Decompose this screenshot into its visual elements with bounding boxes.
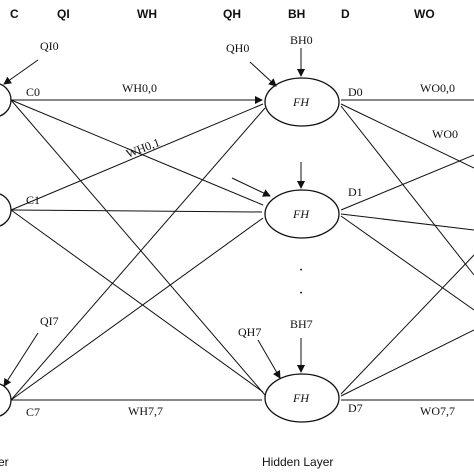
qh7-arrow bbox=[257, 339, 281, 379]
qi-arrows bbox=[3, 59, 39, 387]
label-d7: D7 bbox=[348, 401, 363, 415]
edge-d1-o0 bbox=[340, 154, 474, 211]
hidden-node-1 bbox=[264, 189, 340, 239]
label-bh0: BH0 bbox=[290, 33, 313, 47]
edge-c1-h7 bbox=[10, 209, 264, 393]
label-qh0: QH0 bbox=[226, 41, 249, 55]
header-wh: WH bbox=[137, 7, 157, 21]
hidden-node-7-label: FH bbox=[292, 391, 310, 405]
qh1-arrow bbox=[231, 177, 271, 197]
weight-labels: WH0,0 WH0,1 WH7,7 WO0,0 WO0 WO7,7 bbox=[122, 81, 458, 418]
ellipsis-dot-2: · bbox=[298, 285, 303, 302]
hidden-ellipsis: · · bbox=[298, 262, 303, 302]
label-d0: D0 bbox=[348, 85, 363, 99]
edge-c0-h7 bbox=[10, 99, 266, 396]
edge-c7-h0 bbox=[10, 107, 266, 401]
label-wh77: WH7,7 bbox=[128, 404, 163, 418]
qi7-arrow bbox=[3, 332, 39, 387]
edge-c7-h1 bbox=[10, 217, 264, 401]
edge-d0-o7 bbox=[340, 105, 474, 276]
qh0-arrow bbox=[249, 61, 277, 87]
label-wh01: WH0,1 bbox=[124, 135, 162, 161]
input-layer-label: er bbox=[0, 455, 9, 469]
label-bh7: BH7 bbox=[290, 317, 313, 331]
header-row: C QI WH QH BH D WO bbox=[10, 7, 435, 21]
hidden-node-7 bbox=[264, 373, 340, 423]
edge-c1-h1 bbox=[10, 209, 263, 213]
qi0-arrow bbox=[3, 59, 39, 85]
label-c0: C0 bbox=[26, 85, 40, 99]
input-hidden-connections bbox=[10, 96, 266, 401]
header-qh: QH bbox=[223, 7, 241, 21]
label-qi7: QI7 bbox=[40, 314, 59, 328]
input-nodes bbox=[0, 83, 12, 417]
edge-c1-h0 bbox=[10, 103, 264, 211]
header-d: D bbox=[341, 7, 350, 21]
edge-d7-o0 bbox=[340, 254, 474, 395]
header-qi: QI bbox=[57, 7, 70, 21]
hidden-labels: QH0 BH0 QH7 BH7 D0 D1 D7 bbox=[226, 33, 363, 415]
input-node-7 bbox=[0, 383, 12, 417]
input-labels: C0 C1 C7 QI0 QI7 bbox=[26, 39, 59, 419]
header-c: C bbox=[10, 7, 19, 21]
label-wo01: WO0 bbox=[432, 127, 458, 141]
layer-footers: er Hidden Layer bbox=[0, 455, 333, 469]
hidden-nodes bbox=[264, 77, 340, 423]
label-wo00: WO0,0 bbox=[420, 81, 455, 95]
label-qh7: QH7 bbox=[238, 325, 261, 339]
input-node-0 bbox=[0, 83, 12, 117]
header-bh: BH bbox=[288, 7, 305, 21]
edge-c0-h1 bbox=[10, 99, 264, 206]
label-d1: D1 bbox=[348, 185, 363, 199]
ellipsis-dot-1: · bbox=[298, 262, 303, 279]
edge-d7-o1 bbox=[340, 329, 474, 397]
hidden-node-0 bbox=[264, 77, 340, 127]
hidden-node-labels: FH FH FH bbox=[292, 95, 310, 405]
hidden-layer-label: Hidden Layer bbox=[262, 455, 333, 469]
hidden-node-1-label: FH bbox=[292, 207, 310, 221]
label-qi0: QI0 bbox=[40, 39, 59, 53]
hidden-output-connections bbox=[340, 99, 474, 401]
label-c1: C1 bbox=[26, 193, 40, 207]
label-wo77: WO7,7 bbox=[420, 404, 455, 418]
edge-d0-o1 bbox=[340, 103, 474, 169]
header-wo: WO bbox=[414, 7, 435, 21]
label-c7: C7 bbox=[26, 405, 40, 419]
hidden-bias-arrows bbox=[231, 48, 305, 379]
edge-d1-o7 bbox=[340, 215, 474, 311]
hidden-node-0-label: FH bbox=[292, 95, 310, 109]
edge-d1-o1 bbox=[340, 213, 474, 231]
label-wh00: WH0,0 bbox=[122, 81, 157, 95]
input-node-1 bbox=[0, 193, 12, 227]
